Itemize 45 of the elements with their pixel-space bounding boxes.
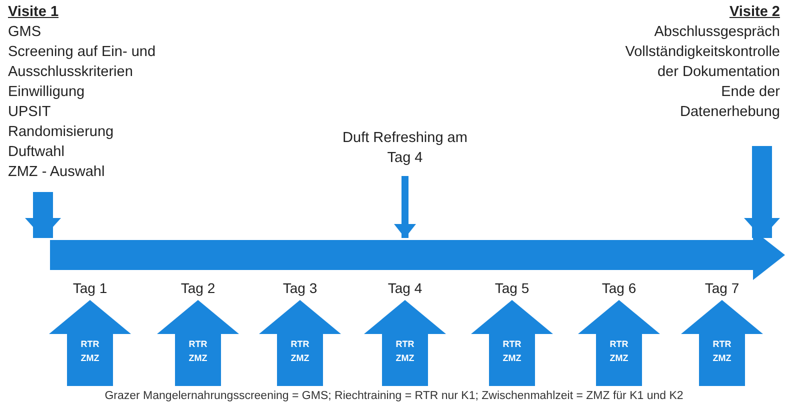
arrow	[25, 192, 61, 238]
visit-heading: Visite 2	[729, 3, 780, 22]
arrow-label: RTR	[712, 338, 732, 351]
day-label: Tag 3	[282, 280, 318, 296]
arrow-label: ZMZ	[712, 352, 732, 365]
up-arrow-shape	[681, 300, 763, 386]
visit-item: ZMZ - Auswahl	[8, 163, 105, 182]
day-label: Tag 7	[704, 280, 740, 296]
visit-item: Screening auf Ein- und Ausschlusskriterien	[8, 43, 157, 82]
up-arrow-shape	[364, 300, 446, 386]
visit-item: Vollständigkeitskontrolle der Dokumentation	[624, 43, 780, 82]
arrow-label: RTR	[188, 338, 208, 351]
caption: Grazer Mangelernahrungsscreening = GMS; Riechtraining = RTR nur K1; Zwischenmahlzeit = ZMZ für K1 und K2	[104, 390, 684, 402]
arrow	[394, 176, 416, 238]
visit-item: UPSIT	[8, 103, 51, 122]
day-label: Tag 5	[494, 280, 530, 296]
up-arrow-shape	[471, 300, 553, 386]
visit-item: Abschlussgespräch	[654, 23, 780, 42]
arrow-label: RTR	[394, 338, 416, 351]
arrow-label: ZMZ	[188, 352, 208, 365]
visit-item: Einwilligung	[8, 83, 85, 102]
up-arrow-shape	[259, 300, 341, 386]
day-label: Tag 1	[72, 280, 108, 296]
up-arrow-shape	[578, 300, 660, 386]
day-label: Tag 4	[388, 280, 422, 296]
arrow-label: RTR	[290, 338, 310, 351]
arrow-label: RTR	[80, 338, 100, 351]
arrow-label: ZMZ	[394, 352, 416, 365]
visit-item: Duftwahl	[8, 143, 64, 162]
arrow-label: ZMZ	[290, 352, 310, 365]
visit-item: Ende der Datenerhebung	[679, 83, 780, 122]
up-arrow-shape	[157, 300, 239, 386]
arrow-label: ZMZ	[502, 352, 522, 365]
visit-item: Randomisierung	[8, 123, 114, 142]
arrow	[744, 146, 780, 238]
up-arrow-shape	[49, 300, 131, 386]
arrow-label: RTR	[608, 338, 630, 351]
event-note: Duft Refreshing am Tag 4	[342, 129, 468, 168]
day-label: Tag 2	[180, 280, 216, 296]
day-label: Tag 6	[602, 280, 636, 296]
visit-item: GMS	[8, 23, 42, 42]
visit-heading: Visite 1	[8, 3, 59, 22]
arrow-label: ZMZ	[80, 352, 100, 365]
arrow-label: ZMZ	[608, 352, 630, 365]
arrow-label: RTR	[502, 338, 522, 351]
